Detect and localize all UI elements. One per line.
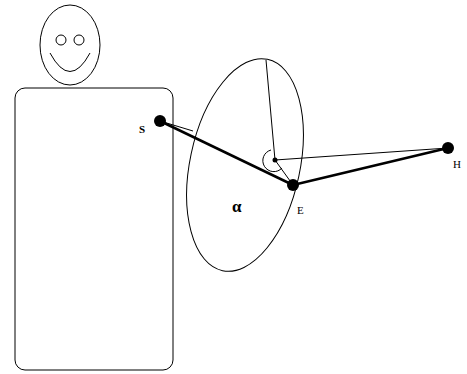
head-outline <box>40 5 100 85</box>
elbow-circle <box>169 48 322 282</box>
eye <box>56 35 66 45</box>
body-outline <box>15 88 173 370</box>
radius-line <box>266 60 275 160</box>
eye <box>74 35 84 45</box>
point-label: H <box>453 159 461 170</box>
point-label: E <box>297 205 304 216</box>
elbow-joint <box>287 179 299 191</box>
upper-arm <box>160 121 293 185</box>
center-point <box>273 158 278 163</box>
smile <box>50 53 90 72</box>
angle-label: α <box>232 198 242 215</box>
point-label: S <box>139 124 145 135</box>
angle-arc <box>263 150 282 172</box>
forearm <box>293 148 448 185</box>
hand-joint <box>442 142 454 154</box>
shoulder-joint <box>154 115 166 127</box>
